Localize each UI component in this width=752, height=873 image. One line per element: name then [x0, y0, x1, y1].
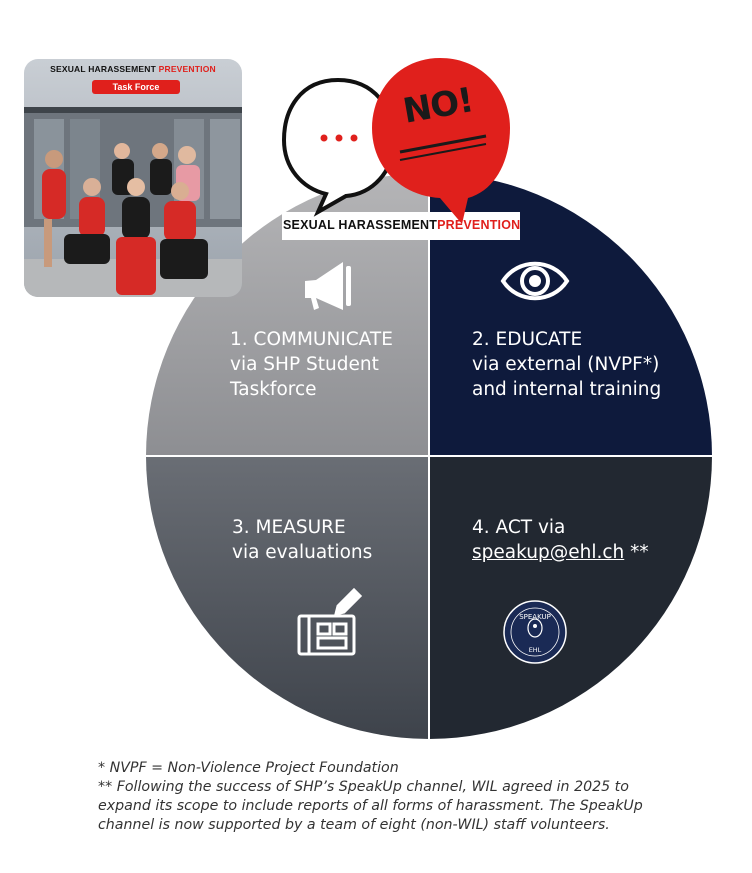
footnote-nvpf: * NVPF = Non-Violence Project Foundation	[98, 760, 399, 776]
task-force-label: Task Force	[92, 80, 180, 94]
communicate-line3: Taskforce	[230, 379, 317, 400]
quadrant-measure	[146, 456, 429, 739]
speakup-ehl-logo	[503, 600, 567, 664]
blueprint-pencil-icon	[297, 587, 363, 656]
measure-text: 3. MEASURE via evaluations	[232, 515, 372, 565]
educate-line3: and internal training	[472, 379, 662, 400]
photo-banner: SEXUAL HARASSEMENT PREVENTION	[50, 64, 216, 74]
megaphone-icon	[305, 262, 351, 310]
educate-text: 2. EDUCATE via external (NVPF*) and inte…	[472, 327, 661, 402]
quadrant-communicate	[146, 173, 429, 456]
footnotes: * NVPF = Non-Violence Project Foundation…	[98, 759, 738, 835]
educate-heading: 2. EDUCATE	[472, 329, 583, 350]
footnote-speakup-line3: channel is now supported by a team of ei…	[98, 817, 610, 833]
act-text: 4. ACT via speakup@ehl.ch **	[472, 515, 649, 565]
task-force-photo: SEXUAL HARASSEMENT PREVENTION Task Force	[24, 59, 242, 297]
communicate-line2: via SHP Student	[230, 354, 379, 375]
measure-line2: via evaluations	[232, 542, 373, 563]
communicate-heading: 1. COMMUNICATE	[230, 329, 393, 350]
measure-heading: 3. MEASURE	[232, 517, 346, 538]
act-line2: speakup@ehl.ch **	[472, 540, 649, 565]
educate-line2: via external (NVPF*)	[472, 354, 660, 375]
quadrant-act	[429, 456, 712, 739]
act-heading: 4. ACT via	[472, 517, 566, 538]
logo-title: SEXUAL HARASSEMENTPREVENTION	[283, 218, 521, 232]
email-suffix: **	[624, 542, 649, 563]
eye-icon	[500, 261, 570, 301]
footnote-speakup-line1: ** Following the success of SHP’s SpeakU…	[98, 779, 629, 795]
footnote-speakup-line2: expand its scope to include reports of a…	[98, 798, 643, 814]
quadrant-educate	[429, 173, 712, 456]
communicate-text: 1. COMMUNICATE via SHP Student Taskforce	[230, 327, 393, 402]
no-bubble-icon	[372, 58, 510, 224]
speakup-email-link[interactable]: speakup@ehl.ch	[472, 542, 625, 563]
